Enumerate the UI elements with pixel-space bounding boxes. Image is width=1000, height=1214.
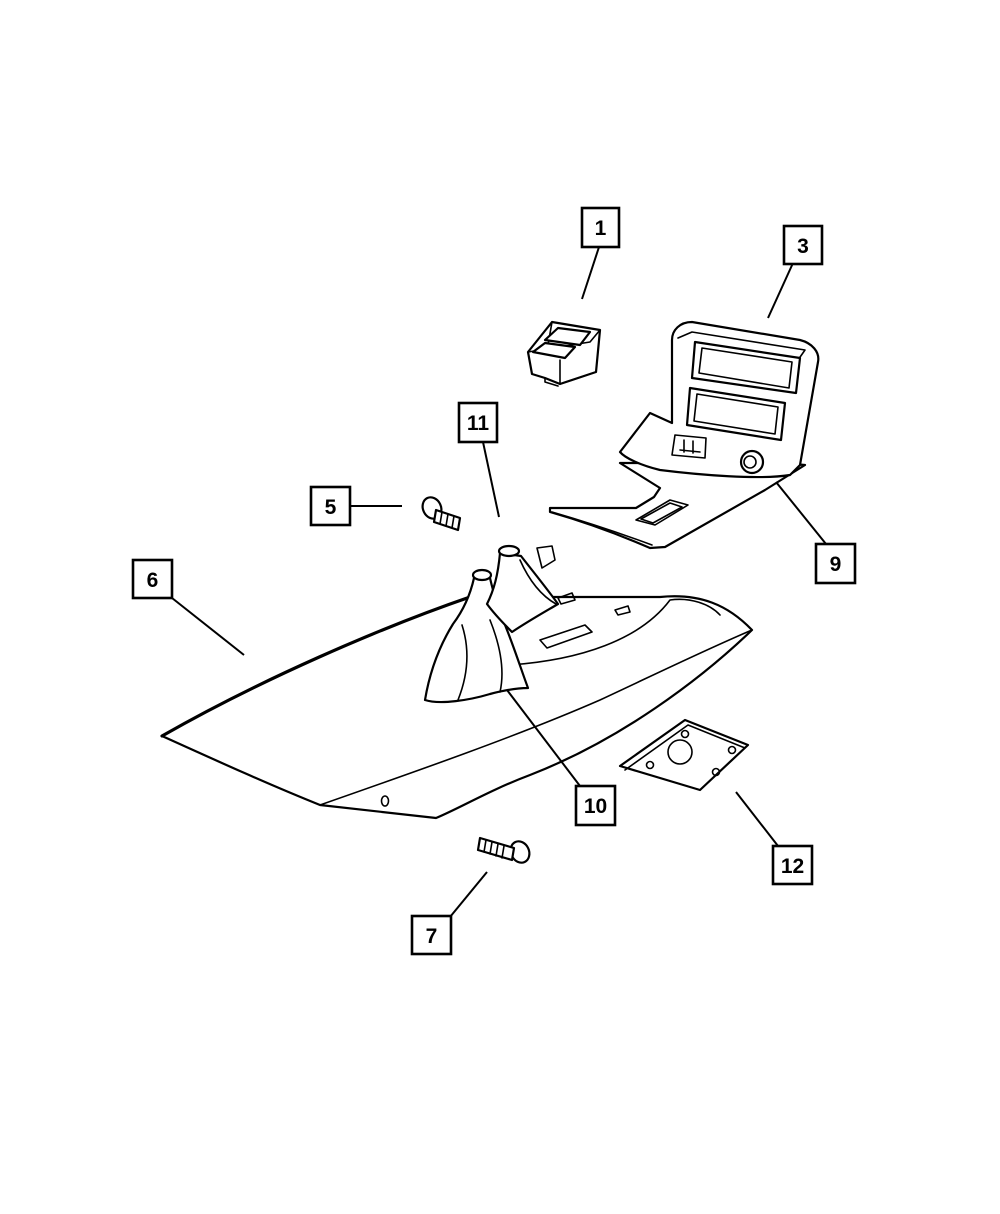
callout-5-label: 5	[325, 496, 337, 519]
callout-10: 10	[574, 784, 617, 827]
shifter-boot-rear-part	[485, 544, 560, 634]
callout-12-label: 12	[781, 855, 804, 878]
callout-12: 12	[771, 844, 814, 886]
leader-line-3	[767, 262, 794, 319]
screw-part-7	[476, 836, 531, 864]
leader-line-12	[735, 791, 779, 847]
leader-line-6	[171, 597, 245, 656]
callout-6: 6	[131, 558, 174, 600]
leader-line-1	[581, 246, 600, 300]
callout-11-label: 11	[467, 412, 490, 435]
leader-line-7	[449, 871, 488, 918]
callout-10-label: 10	[584, 795, 607, 818]
callout-3: 3	[782, 224, 824, 266]
switch-bezel-part	[618, 320, 820, 479]
leader-line-10	[506, 689, 581, 787]
shifter-boot-front-part	[423, 568, 530, 704]
callout-9-label: 9	[830, 553, 842, 576]
callout-9: 9	[814, 542, 857, 585]
callout-3-label: 3	[797, 235, 809, 258]
callout-7: 7	[410, 914, 453, 956]
switch-part	[526, 320, 602, 387]
callout-1: 1	[580, 206, 621, 249]
callout-11: 11	[457, 401, 499, 444]
screw-part-5	[421, 496, 462, 532]
leader-line-9	[775, 481, 827, 545]
leader-line-11	[482, 441, 500, 518]
callout-7-label: 7	[426, 925, 438, 948]
retainer-plate-part	[618, 718, 750, 792]
console-panel-part	[160, 592, 754, 820]
callout-1-label: 1	[595, 217, 607, 240]
bezel-plate-part	[548, 461, 807, 550]
callout-6-label: 6	[147, 569, 159, 592]
callout-5: 5	[309, 485, 352, 527]
